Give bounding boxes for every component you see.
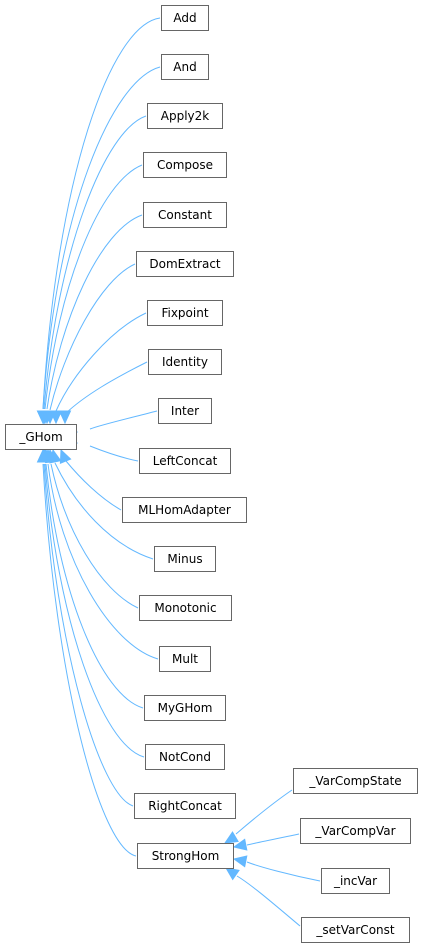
node-identity[interactable]: Identity xyxy=(148,349,222,375)
arrowhead-setvarconst-to-stronghom xyxy=(225,867,240,881)
arrowhead-mlhomadapter-to-ghom xyxy=(59,448,72,464)
node-and[interactable]: And xyxy=(161,54,209,80)
node-minus-label: Minus xyxy=(167,552,202,566)
node-varcompstate[interactable]: _VarCompState xyxy=(293,768,418,794)
arrowhead-fixpoint-to-ghom xyxy=(49,410,63,425)
edge-apply2k-to-ghom xyxy=(43,115,147,410)
edge-stronghom-to-ghom xyxy=(42,463,137,857)
node-fixpoint-label: Fixpoint xyxy=(161,306,208,320)
node-constant-label: Constant xyxy=(158,208,212,222)
edge-leftconcat-to-ghom xyxy=(89,445,139,462)
edge-compose-to-ghom xyxy=(44,164,143,410)
edge-domextract-to-ghom xyxy=(49,263,136,411)
node-ghom[interactable]: _GHom xyxy=(5,424,77,450)
edge-myghom-to-ghom xyxy=(45,463,144,709)
edges-layer xyxy=(36,17,321,927)
node-domextract[interactable]: DomExtract xyxy=(136,251,234,277)
node-inter-label: Inter xyxy=(171,404,199,418)
node-stronghom-label: StrongHom xyxy=(152,849,220,863)
edge-monotonic-to-ghom xyxy=(50,463,139,609)
arrowhead-stronghom-to-ghom xyxy=(36,448,50,463)
node-leftconcat-label: LeftConcat xyxy=(153,454,218,468)
edge-incvar-to-stronghom xyxy=(246,861,321,882)
arrowhead-identity-to-ghom xyxy=(58,410,72,425)
node-myghom[interactable]: MyGHom xyxy=(144,695,226,721)
arrowhead-varcompvar-to-stronghom xyxy=(232,838,248,851)
node-identity-label: Identity xyxy=(162,355,208,369)
edge-minus-to-ghom xyxy=(54,462,154,560)
node-rightconcat-label: RightConcat xyxy=(148,799,222,813)
node-add[interactable]: Add xyxy=(161,5,209,31)
node-setvarconst[interactable]: _setVarConst xyxy=(301,917,410,943)
node-myghom-label: MyGHom xyxy=(158,701,213,715)
node-notcond[interactable]: NotCond xyxy=(145,744,225,770)
edge-inter-to-ghom xyxy=(89,410,158,430)
node-apply2k-label: Apply2k xyxy=(161,109,210,123)
edge-varcompstate-to-stronghom xyxy=(235,789,293,835)
node-mlhomadapter-label: MLHomAdapter xyxy=(138,503,231,517)
edge-and-to-ghom xyxy=(42,66,161,410)
node-incvar[interactable]: _incVar xyxy=(321,868,390,894)
node-varcompvar[interactable]: _VarCompVar xyxy=(300,818,411,844)
node-monotonic[interactable]: Monotonic xyxy=(139,595,232,621)
node-varcompstate-label: _VarCompState xyxy=(308,774,401,788)
node-ghom-label: _GHom xyxy=(18,430,62,444)
node-notcond-label: NotCond xyxy=(159,750,211,764)
node-compose[interactable]: Compose xyxy=(143,152,227,178)
node-fixpoint[interactable]: Fixpoint xyxy=(147,300,223,326)
edge-constant-to-ghom xyxy=(46,214,143,410)
node-stronghom[interactable]: StrongHom xyxy=(137,843,234,869)
node-constant[interactable]: Constant xyxy=(143,202,227,228)
node-mult[interactable]: Mult xyxy=(159,646,211,672)
node-inter[interactable]: Inter xyxy=(158,398,212,424)
node-minus[interactable]: Minus xyxy=(154,546,216,572)
edge-setvarconst-to-stronghom xyxy=(236,875,301,927)
node-varcompvar-label: _VarCompVar xyxy=(314,824,395,838)
edge-rightconcat-to-ghom xyxy=(43,463,134,807)
edge-mlhomadapter-to-ghom xyxy=(65,460,122,511)
edge-mult-to-ghom xyxy=(47,463,159,660)
node-and-label: And xyxy=(173,60,196,74)
node-add-label: Add xyxy=(173,11,196,25)
nodes-layer: _GHom Add And Apply2k Compose Constant D… xyxy=(5,5,418,943)
node-compose-label: Compose xyxy=(157,158,213,172)
arrowhead-incvar-to-stronghom xyxy=(232,855,248,868)
node-mult-label: Mult xyxy=(172,652,198,666)
node-mlhomadapter[interactable]: MLHomAdapter xyxy=(122,497,247,523)
edge-identity-to-ghom xyxy=(64,361,148,415)
edge-notcond-to-ghom xyxy=(44,463,145,758)
node-domextract-label: DomExtract xyxy=(149,257,221,271)
node-setvarconst-label: _setVarConst xyxy=(315,923,394,937)
node-leftconcat[interactable]: LeftConcat xyxy=(139,448,231,474)
node-incvar-label: _incVar xyxy=(333,874,377,888)
node-apply2k[interactable]: Apply2k xyxy=(147,103,223,129)
node-monotonic-label: Monotonic xyxy=(154,601,216,615)
arrowhead-varcompstate-to-stronghom xyxy=(223,831,239,844)
edge-add-to-ghom xyxy=(42,17,161,410)
node-rightconcat[interactable]: RightConcat xyxy=(134,793,236,819)
edge-fixpoint-to-ghom xyxy=(55,312,147,412)
edge-varcompvar-to-stronghom xyxy=(246,833,300,846)
